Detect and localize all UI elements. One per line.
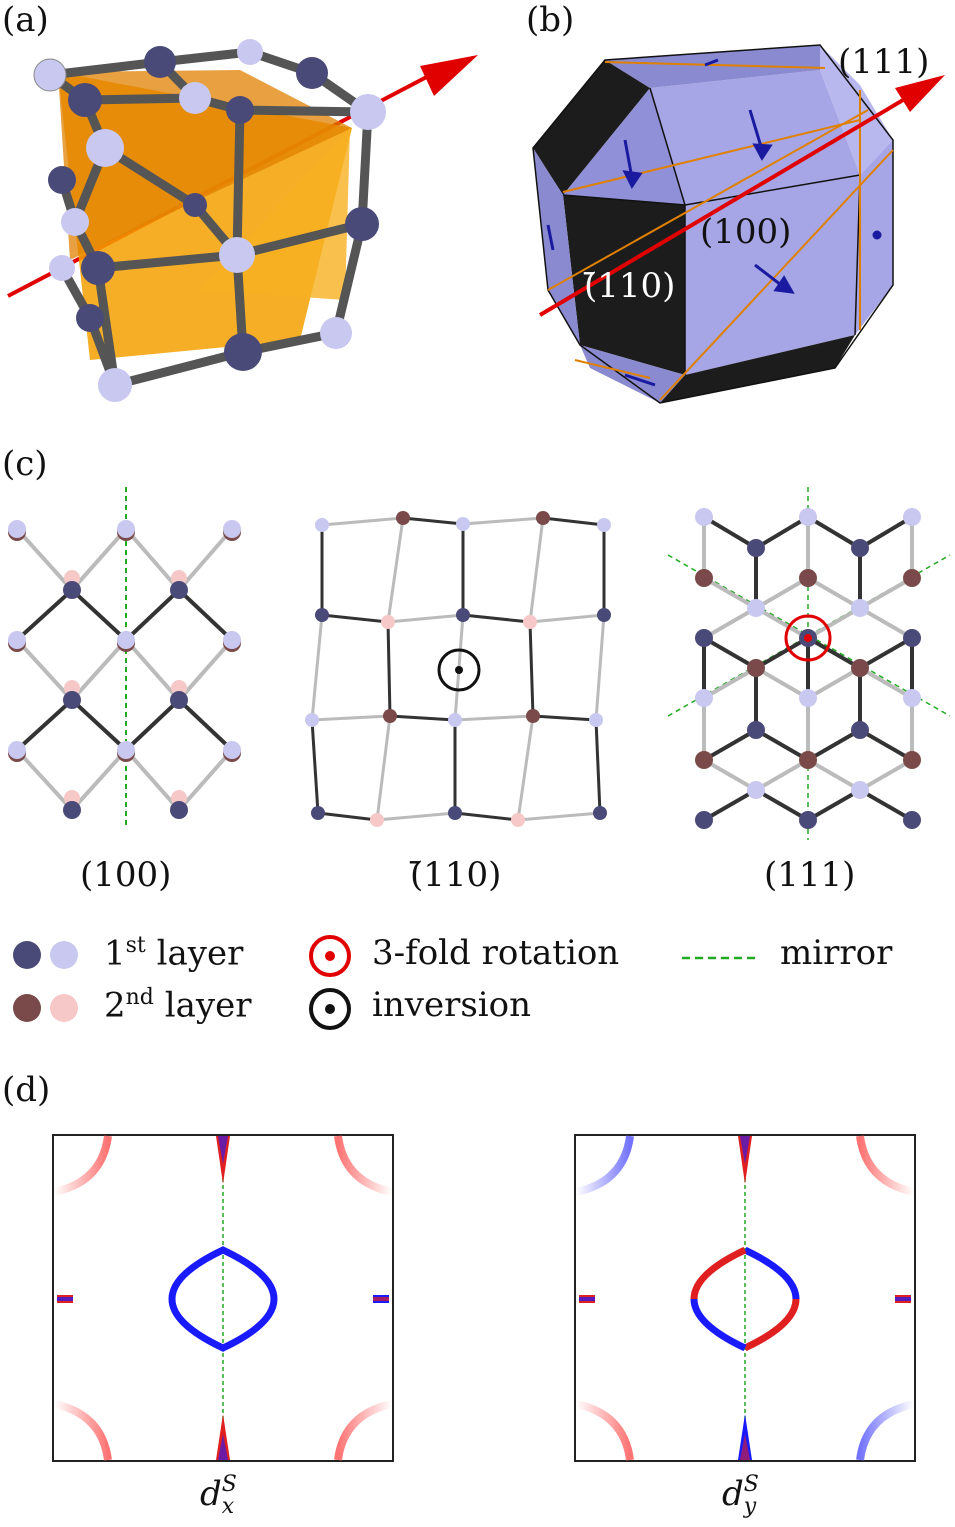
panel-label-c: (c) [2, 444, 48, 484]
inversion-icon [309, 988, 351, 1030]
face-label-110: (̄110) [584, 266, 676, 306]
legend-mirror: mirror [780, 933, 893, 973]
face-label-100: (100) [700, 212, 792, 252]
panel-label-b: (b) [526, 0, 575, 40]
lattice-110 [305, 511, 611, 827]
plane-label-100: (100) [80, 855, 172, 895]
legend-inversion: inversion [372, 985, 532, 1025]
crystal-habit-figure [532, 44, 945, 404]
crystal-structure-figure [7, 39, 478, 402]
legend-layer2: 2nd layer [104, 985, 252, 1026]
lattice-100 [8, 487, 241, 825]
rotation-icon [309, 935, 351, 977]
panel-label-d: (d) [2, 1070, 51, 1110]
plot-dx [53, 1135, 393, 1461]
legend-layer2-markers [13, 994, 78, 1022]
plane-label-111: (111) [764, 855, 856, 895]
plot-dy [575, 1135, 915, 1461]
panel-label-a: (a) [2, 0, 49, 40]
legend-rotation: 3-fold rotation [372, 933, 620, 973]
mirror-line-icon [682, 956, 760, 960]
legend-layer1-markers [13, 941, 78, 969]
legend-layer1: 1st layer [104, 933, 244, 974]
lattice-111 [667, 487, 951, 840]
face-label-111: (111) [838, 42, 930, 82]
plane-label-110: (̄110) [410, 855, 502, 895]
